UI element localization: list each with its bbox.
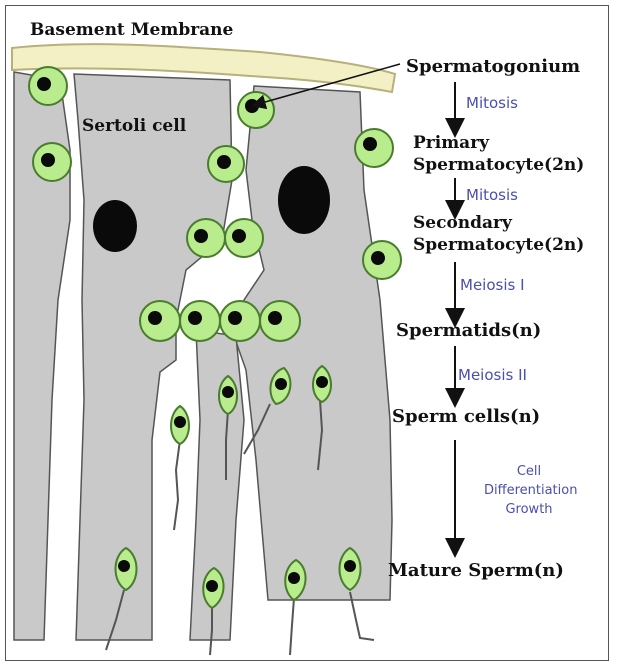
stage-primary-line1: Primary <box>413 132 584 154</box>
stage-secondary-spermatocyte: Secondary Spermatocyte(2n) <box>413 212 584 256</box>
stage-spermatogonium: Spermatogonium <box>406 56 580 77</box>
stage-primary-line2: Spermatocyte(2n) <box>413 154 584 176</box>
step-differentiation: Cell Differentiation Growth <box>484 462 574 519</box>
stage-primary-spermatocyte: Primary Spermatocyte(2n) <box>413 132 584 176</box>
basement-membrane-label: Basement Membrane <box>30 20 233 40</box>
step-mitosis-2: Mitosis <box>466 186 518 204</box>
step-meiosis-1: Meiosis I <box>460 276 525 294</box>
step-diff-line1: Cell <box>484 462 574 481</box>
stage-secondary-line1: Secondary <box>413 212 584 234</box>
step-meiosis-2: Meiosis II <box>458 366 527 384</box>
stage-spermatids: Spermatids(n) <box>396 320 541 341</box>
step-diff-line3: Growth <box>484 500 574 519</box>
stage-sperm-cells: Sperm cells(n) <box>392 406 540 427</box>
stage-secondary-line2: Spermatocyte(2n) <box>413 234 584 256</box>
step-mitosis-1: Mitosis <box>466 94 518 112</box>
step-diff-line2: Differentiation <box>484 481 574 500</box>
sertoli-cell-label: Sertoli cell <box>82 116 186 136</box>
stage-mature-sperm: Mature Sperm(n) <box>388 560 564 581</box>
